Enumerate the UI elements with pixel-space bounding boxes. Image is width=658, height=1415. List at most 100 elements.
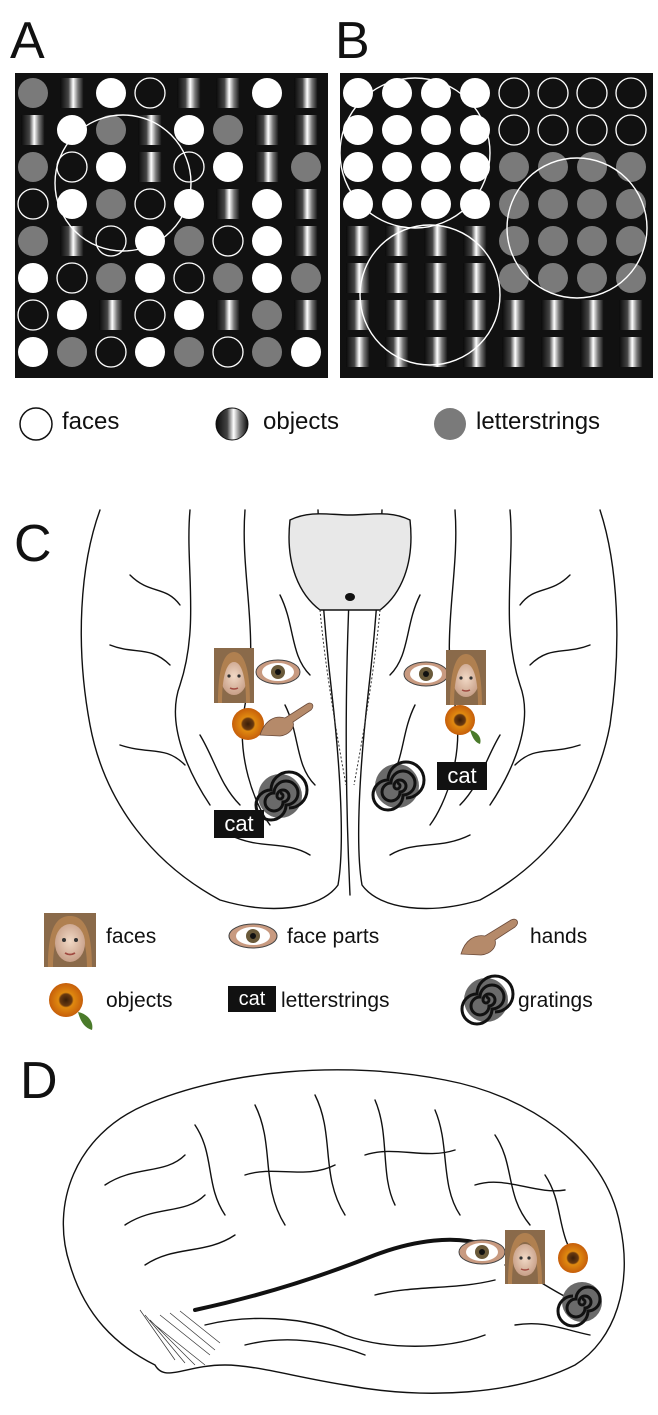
letterstring-dot (616, 189, 646, 219)
legend-c-hands-label: hands (530, 926, 587, 947)
object-dot (502, 300, 526, 330)
panel-label-c: C (14, 518, 52, 570)
face-dot (382, 152, 412, 182)
face-dot (421, 152, 451, 182)
legend-letterstring-icon (432, 406, 468, 442)
letterstring-dot (57, 337, 87, 367)
face-dot (96, 78, 126, 108)
object-dot (346, 263, 370, 293)
object-dot (424, 300, 448, 330)
letterstring-dot (18, 152, 48, 182)
eye-icon-right (403, 660, 449, 688)
object-dot (294, 115, 318, 145)
legend-c-faces-label: faces (106, 926, 156, 947)
object-dot (255, 152, 279, 182)
object-dot (463, 300, 487, 330)
face-dot (135, 337, 165, 367)
panel-b-mosaic (340, 73, 653, 378)
object-dot (138, 152, 162, 182)
panel-label-a: A (10, 15, 45, 67)
face-dot (291, 337, 321, 367)
face-dot (460, 78, 490, 108)
face-dot (343, 152, 373, 182)
letterstring-dot (18, 78, 48, 108)
d-grating-icon (560, 1280, 604, 1324)
object-dot (463, 263, 487, 293)
object-dot (424, 226, 448, 256)
object-dot (502, 337, 526, 367)
d-eye-icon (458, 1238, 506, 1266)
legend-c-letterstring-badge: cat (228, 986, 276, 1012)
object-dot (580, 300, 604, 330)
grating-icon-right (373, 762, 421, 810)
object-dot (294, 78, 318, 108)
legend-c-face-icon (44, 913, 96, 967)
letterstring-dot (252, 300, 282, 330)
object-dot (424, 337, 448, 367)
object-dot (60, 226, 84, 256)
panel-label-b: B (335, 15, 370, 67)
ventral-brain-drawing (70, 505, 630, 915)
letterstring-dot (577, 152, 607, 182)
object-dot (255, 115, 279, 145)
face-dot (382, 78, 412, 108)
letterstring-dot (174, 226, 204, 256)
object-dot (346, 226, 370, 256)
hand-icon-left (255, 690, 315, 738)
face-dot (18, 337, 48, 367)
face-dot (421, 115, 451, 145)
panel-a-background (15, 73, 328, 378)
face-dot (213, 152, 243, 182)
face-dot (382, 115, 412, 145)
legend-object-icon (214, 406, 250, 442)
lateral-brain-drawing (45, 1065, 635, 1405)
face-dot (57, 189, 87, 219)
object-dot (294, 300, 318, 330)
object-dot (294, 226, 318, 256)
face-dot (135, 226, 165, 256)
letterstring-badge-right: cat (437, 762, 487, 790)
face-dot (135, 263, 165, 293)
letterstring-dot (96, 189, 126, 219)
legend-face-icon (18, 406, 54, 442)
face-dot (57, 115, 87, 145)
face-dot (421, 78, 451, 108)
object-dot (424, 263, 448, 293)
face-dot (252, 263, 282, 293)
face-dot (174, 300, 204, 330)
object-dot (99, 300, 123, 330)
object-dot (385, 226, 409, 256)
letterstring-badge-left: cat (214, 810, 264, 838)
face-icon-right (446, 650, 486, 705)
brainstem (289, 514, 411, 785)
face-dot (460, 189, 490, 219)
letterstring-dot (538, 226, 568, 256)
legend-objects-label: objects (263, 410, 339, 434)
face-dot (343, 189, 373, 219)
face-dot (252, 189, 282, 219)
panel-b-background (340, 73, 653, 378)
letterstring-dot (499, 152, 529, 182)
legend-faces-label: faces (62, 410, 119, 434)
object-dot (541, 337, 565, 367)
face-dot (421, 189, 451, 219)
letterstring-dot (213, 115, 243, 145)
cerebellum-hatching (140, 1310, 220, 1365)
legend-c-objects-label: objects (106, 990, 173, 1011)
object-dot (216, 300, 240, 330)
letterstring-dot (499, 263, 529, 293)
object-dot (580, 337, 604, 367)
object-dot (294, 189, 318, 219)
legend-c-letterstrings-label: letterstrings (281, 990, 390, 1011)
letterstring-dot (174, 337, 204, 367)
legend-c-flower-icon (46, 980, 102, 1032)
letterstring-dot (616, 226, 646, 256)
object-dot (619, 337, 643, 367)
object-dot (385, 263, 409, 293)
object-dot (216, 78, 240, 108)
panel-a-mosaic (15, 73, 328, 378)
face-dot (460, 115, 490, 145)
object-dot (216, 189, 240, 219)
object-dot (138, 115, 162, 145)
legend-letterstrings-label: letterstrings (476, 410, 600, 434)
